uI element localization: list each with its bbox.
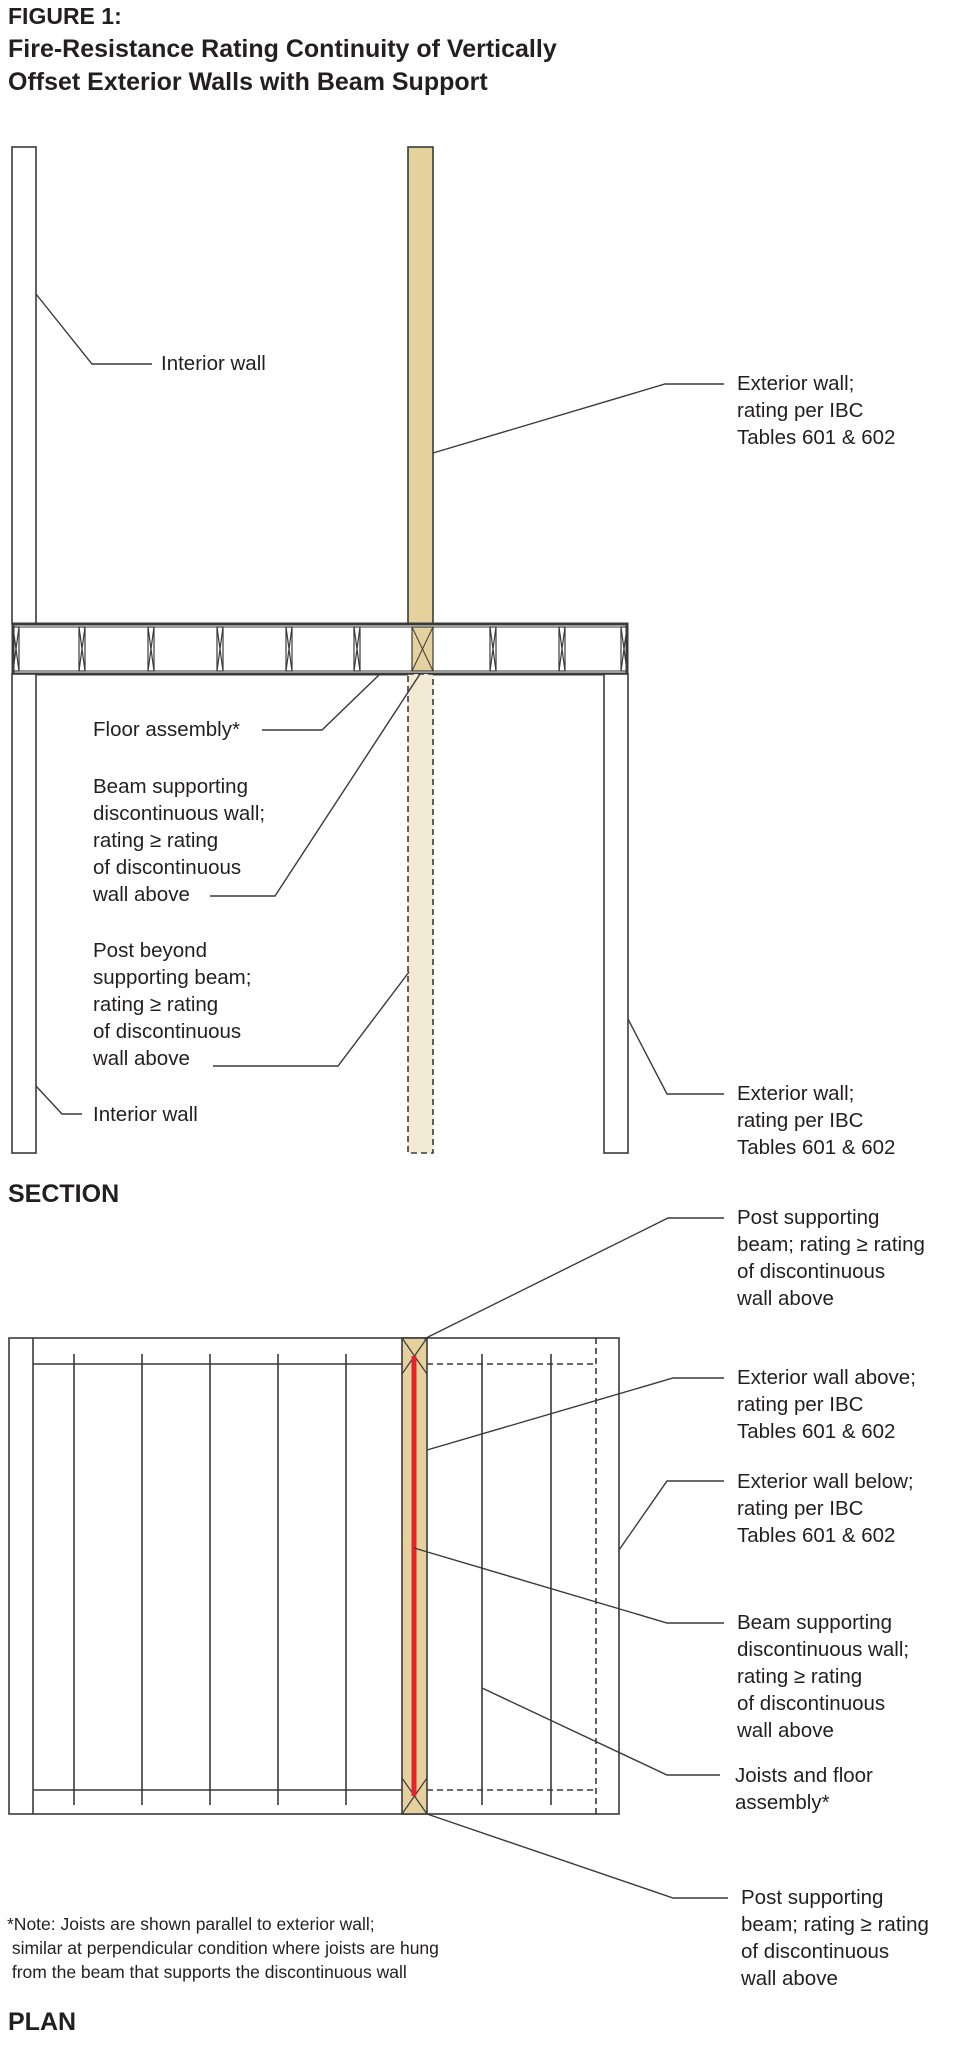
label-exterior-wall-below: Exterior wall; rating per IBC Tables 601… [737,1082,896,1159]
label-exterior-wall-above: Exterior wall; rating per IBC Tables 601… [737,372,896,449]
label-floor-assembly: Floor assembly* [93,718,240,741]
interior-wall-above [11,146,37,625]
figure-number: FIGURE 1: [8,3,122,29]
plan-joists-right [481,1354,552,1805]
leader-exterior-wall-above [432,383,724,454]
plan-note: *Note: Joists are shown parallel to exte… [7,1914,439,1982]
figure-title: FIGURE 1: Fire-Resistance Rating Continu… [8,0,557,99]
label-post-top: Post supporting beam; rating ≥ rating of… [737,1206,925,1310]
leader-plan-beam [413,1547,724,1624]
figure-title-line1: Fire-Resistance Rating Continuity of Ver… [8,35,557,63]
label-plan-exterior-wall-above: Exterior wall above; rating per IBC Tabl… [737,1366,916,1443]
label-post-beyond: Post beyond supporting beam; rating ≥ ra… [93,939,252,1070]
leader-post-bottom [426,1813,728,1899]
label-interior-wall-bottom: Interior wall [93,1103,198,1126]
plan-outline [8,1337,620,1815]
label-beam-section: Beam supporting discontinuous wall; rati… [93,775,266,906]
exterior-wall-below [603,673,629,1154]
leader-floor-assembly [262,673,381,731]
leader-interior-wall-bottom [35,1085,82,1115]
label-post-bottom: Post supporting beam; rating ≥ rating of… [741,1886,929,1990]
leader-beam [210,673,421,897]
leader-plan-exterior-wall-below [618,1480,724,1551]
section-joists [12,626,628,672]
exterior-wall-above [407,146,434,625]
leader-exterior-wall-below [627,1018,724,1095]
label-interior-wall-top: Interior wall [161,352,266,375]
leader-post-top [423,1217,724,1340]
leader-interior-wall-top [35,293,152,365]
plan-heading: PLAN [8,2008,77,2036]
post-beyond [407,673,434,1154]
interior-wall-below [11,673,37,1154]
label-joists: Joists and floor assembly* [735,1764,873,1814]
section-heading: SECTION [8,1180,120,1208]
label-plan-beam: Beam supporting discontinuous wall; rati… [737,1611,910,1742]
leader-post-beyond [213,971,410,1067]
floor-assembly [11,622,629,676]
leader-joists [481,1687,720,1776]
plan-joists-left [73,1354,347,1805]
figure-title-line2: Offset Exterior Walls with Beam Support [8,68,488,96]
leader-plan-exterior-wall-above [426,1377,724,1451]
plan-exterior-wall-below-dashed [427,1338,597,1814]
label-plan-exterior-wall-below: Exterior wall below; rating per IBC Tabl… [737,1470,914,1547]
